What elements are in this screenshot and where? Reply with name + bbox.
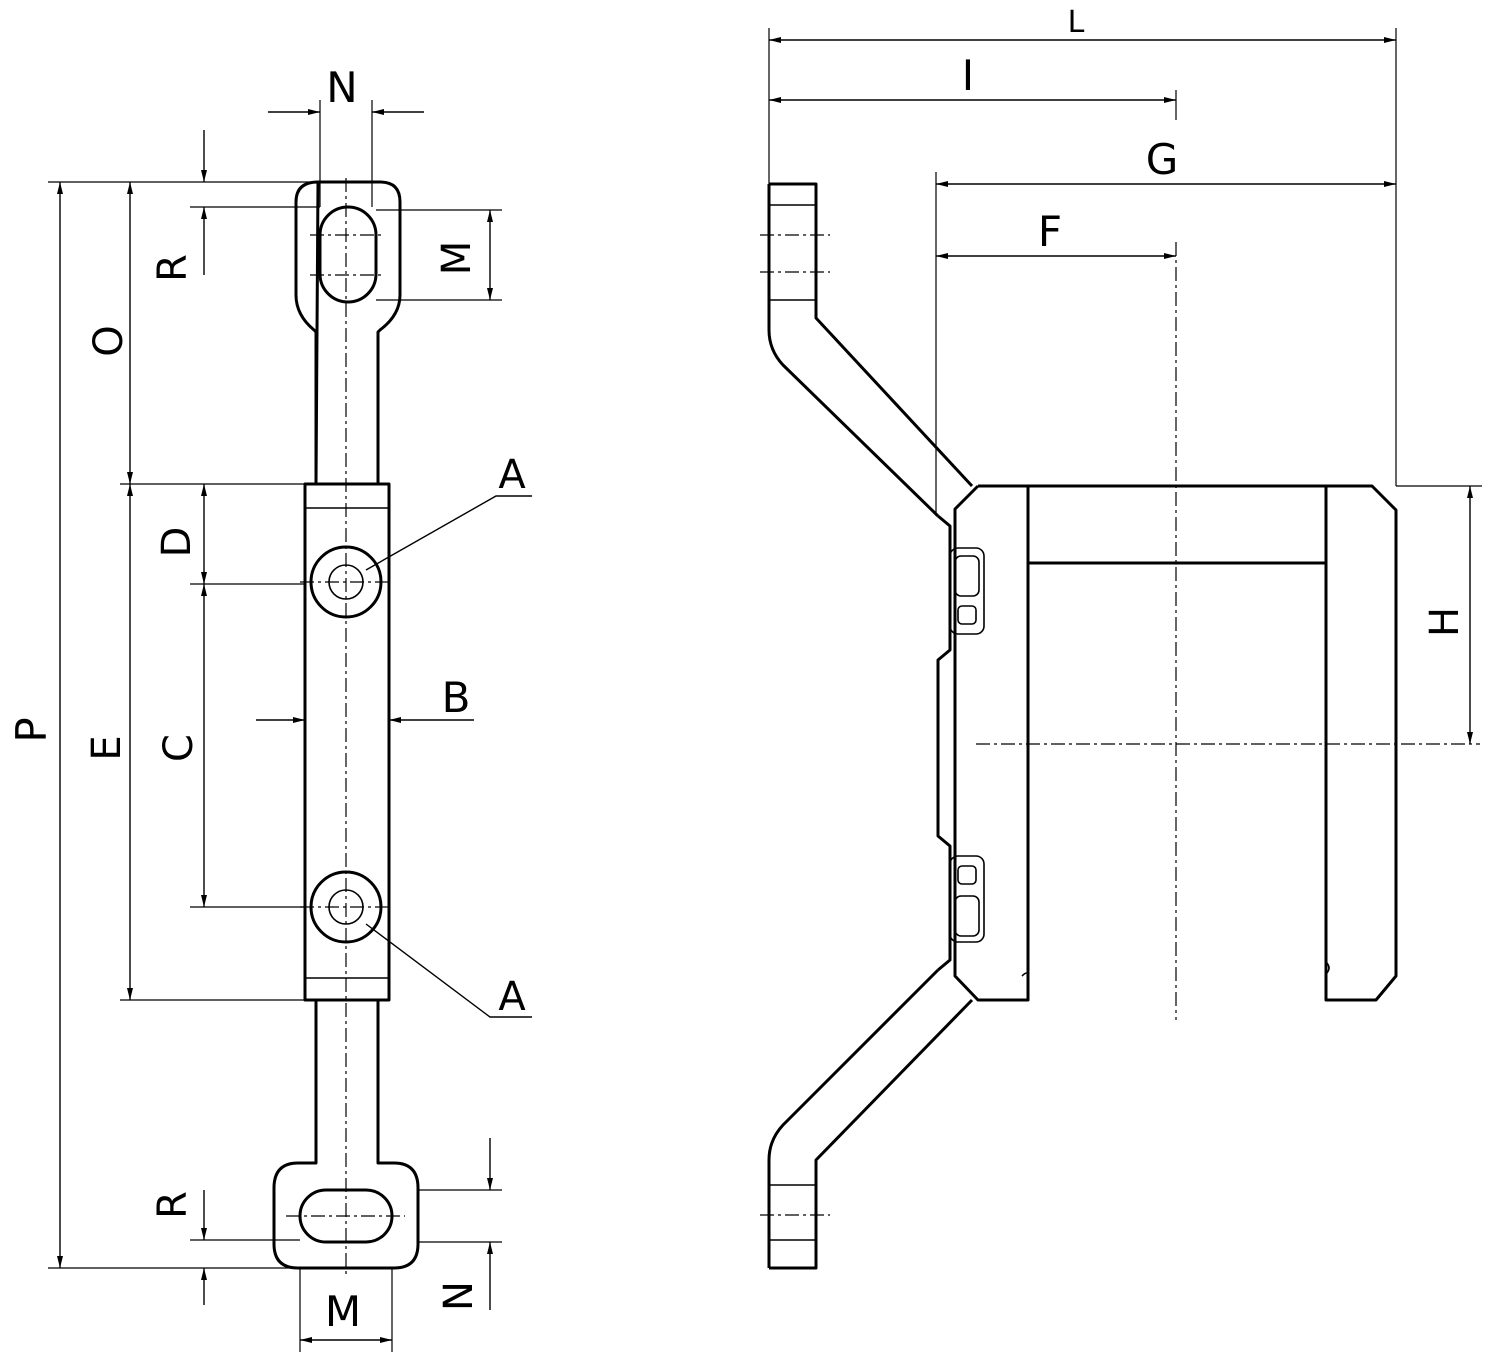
centerlines-right (760, 234, 1480, 1216)
label-d: D (154, 527, 200, 558)
label-h: H (1422, 607, 1468, 637)
label-r-top: R (150, 254, 196, 282)
dimension-lines-right (769, 37, 1473, 744)
label-c: C (156, 734, 202, 762)
label-m-top: M (434, 241, 480, 276)
label-f: F (1038, 207, 1062, 256)
label-a-top: A (498, 452, 526, 498)
part-outline-right (767, 182, 1398, 1270)
part-thin-lines-right (769, 204, 1330, 1241)
extension-lines-right (768, 28, 1482, 516)
label-o: O (86, 325, 132, 356)
right-view (760, 28, 1482, 1270)
label-a-bottom: A (498, 974, 526, 1020)
label-m-bottom: M (325, 1287, 361, 1336)
label-p: P (7, 717, 56, 742)
labels-right: L I G F H (962, 5, 1468, 637)
label-n-top: N (326, 63, 357, 112)
dimension-lines-left (57, 109, 532, 1343)
centerlines-left (286, 178, 405, 1275)
left-view (48, 100, 532, 1352)
label-i: I (962, 51, 974, 100)
label-g: G (1146, 135, 1179, 184)
label-r-bottom: R (150, 1191, 196, 1219)
label-n-bottom: N (436, 1281, 482, 1311)
label-l: L (1068, 5, 1085, 40)
extension-lines-left (48, 100, 502, 1352)
label-b: B (442, 673, 471, 722)
labels-left: N R M O P E D C B A A R N M (7, 63, 526, 1336)
label-e: E (84, 735, 130, 760)
